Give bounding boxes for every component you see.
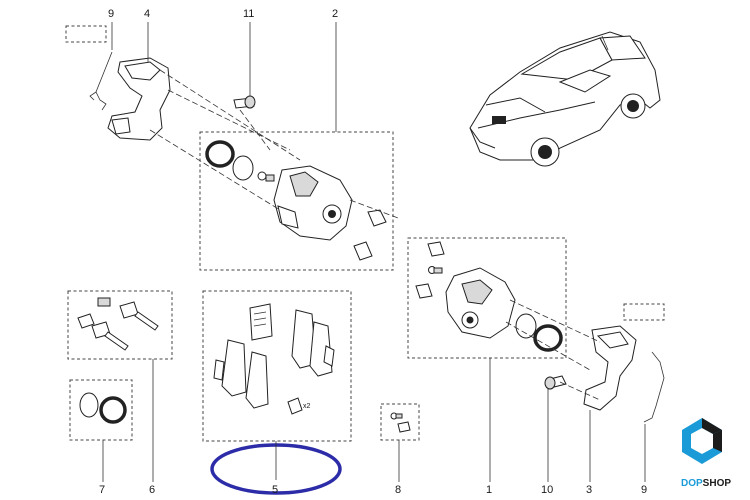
callout-1: 1 [486, 484, 492, 496]
brake-pad-kit [213, 303, 335, 415]
assembly-guide-lines-bottom [505, 299, 601, 401]
piston-seal-rear [515, 313, 563, 352]
callout-2: 2 [332, 8, 338, 20]
front-caliper-body [273, 165, 353, 241]
guide-pin-kit-box [67, 290, 173, 360]
car-illustration [469, 31, 661, 167]
callout-9-top: 9 [108, 8, 114, 20]
bleeder-screw-front [257, 171, 275, 182]
caliper-kit-box-1 [407, 237, 567, 359]
callout-6: 6 [149, 484, 155, 496]
seal-kit [79, 392, 127, 424]
svg-text:DOPSHOP: DOPSHOP [681, 478, 731, 489]
bleeder-kit [390, 412, 411, 433]
guide-pin-boots-rear [415, 241, 445, 299]
callout-9-bottom: 9 [641, 484, 647, 496]
callout-11: 11 [243, 8, 254, 20]
spring-detail-box-top [65, 25, 107, 43]
callout-4: 4 [144, 8, 150, 20]
retaining-spring-top [89, 51, 113, 111]
guide-pin-boots-front [353, 209, 387, 261]
callout-7: 7 [99, 484, 105, 496]
bleeder-kit-box [380, 403, 420, 441]
leader-lines [102, 22, 646, 482]
logo-text-shop: SHOP [703, 478, 732, 489]
spring-detail-box-bottom [623, 303, 665, 321]
callout-3: 3 [586, 484, 592, 496]
caliper-kit-box-2 [199, 131, 394, 271]
caliper-bolt-front [233, 95, 256, 109]
piston-seal-front [205, 140, 254, 181]
logo-text-dop: DOP [681, 478, 703, 489]
brake-pad-kit-box [202, 290, 352, 442]
guide-pin-kit [77, 297, 159, 351]
callout-5: 5 [272, 484, 278, 496]
pad-kit-quantity: x2 [303, 403, 311, 410]
callout-8: 8 [395, 484, 401, 496]
rear-caliper-body [445, 267, 516, 339]
assembly-guide-lines-top [149, 69, 399, 219]
retaining-spring-bottom [643, 351, 665, 423]
caliper-bolt-rear [544, 375, 567, 390]
callout-10: 10 [541, 484, 553, 496]
dopshop-logo: DOPSHOP [681, 418, 731, 489]
rear-caliper-bracket [583, 325, 637, 411]
front-caliper-bracket [107, 57, 171, 141]
callout-numbers: 9 4 11 2 7 6 5 8 1 10 3 9 [99, 8, 647, 496]
